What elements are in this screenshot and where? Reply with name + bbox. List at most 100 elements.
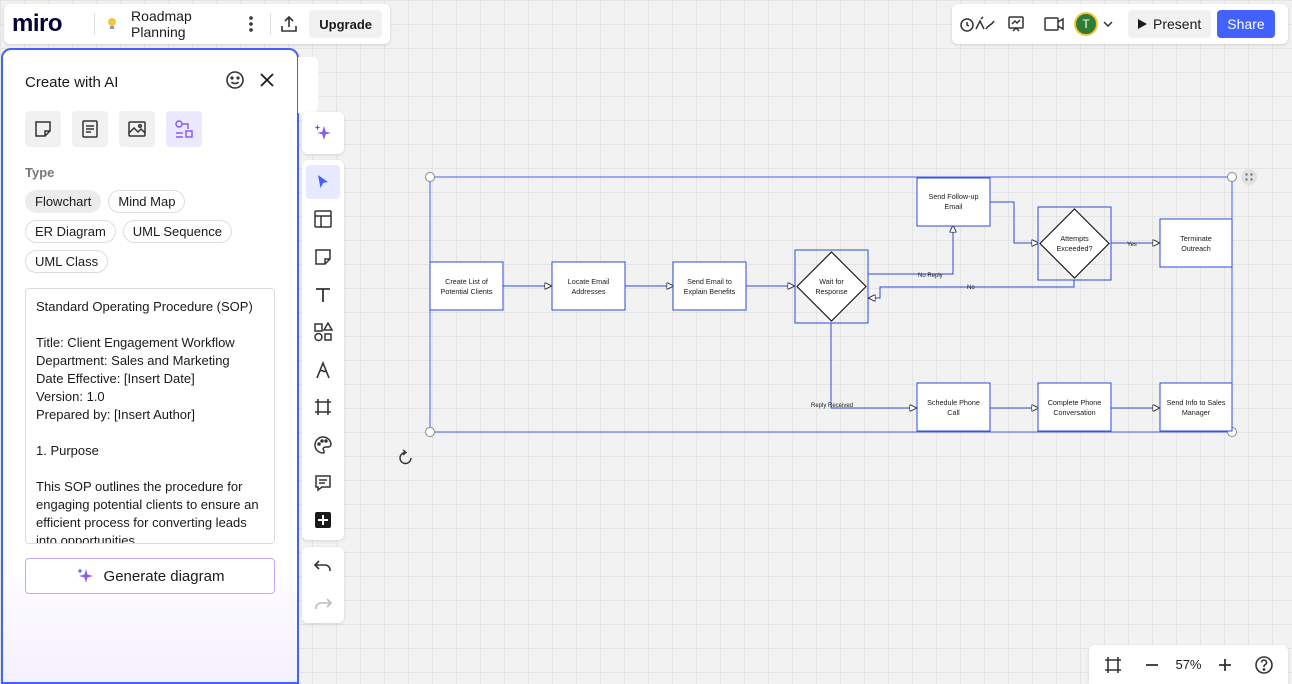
zoom-out-icon[interactable] (1136, 649, 1168, 681)
group-move-icon[interactable] (1241, 169, 1257, 185)
edge-n5-n6[interactable] (990, 201, 1038, 243)
node-wait-for-response[interactable]: Wait for Response (794, 249, 869, 324)
svg-text:Create List of: Create List of (445, 277, 488, 286)
upgrade-button[interactable]: Upgrade (309, 10, 382, 38)
undo-icon[interactable] (306, 549, 340, 583)
resize-handle-top-left[interactable] (425, 172, 435, 182)
resize-handle-bottom-left[interactable] (425, 427, 435, 437)
more-options-icon[interactable] (237, 8, 266, 40)
node-schedule-phone-call[interactable]: Schedule Phone Call (916, 382, 991, 432)
generate-diagram-label: Generate diagram (103, 567, 225, 585)
top-bar-left: miro Roadmap Planning Upgrade (4, 4, 390, 44)
export-icon[interactable] (275, 8, 304, 40)
document-mode-icon[interactable] (72, 111, 108, 147)
node-locate-email[interactable]: Locate Email Addresses (551, 261, 626, 311)
diagram-mode-icon[interactable] (166, 111, 202, 147)
generate-diagram-button[interactable]: Generate diagram (25, 558, 275, 594)
svg-text:Complete Phone: Complete Phone (1048, 398, 1102, 407)
svg-text:Conversation: Conversation (1053, 408, 1095, 417)
pen-icon[interactable] (306, 353, 340, 387)
edge-n4-n8[interactable] (830, 323, 916, 408)
svg-text:Exceeded?: Exceeded? (1057, 244, 1093, 253)
svg-text:Send Follow-up: Send Follow-up (929, 192, 979, 201)
svg-text:Locate Email: Locate Email (568, 277, 610, 286)
sticker-palette-icon[interactable] (306, 428, 340, 462)
svg-text:Email: Email (945, 202, 963, 211)
node-complete-phone-conversation[interactable]: Complete Phone Conversation (1037, 382, 1112, 432)
zoom-level[interactable]: 57% (1175, 657, 1202, 672)
text-icon[interactable] (306, 278, 340, 312)
chip-uml-class[interactable]: UML Class (25, 250, 109, 273)
more-tools-plus-icon[interactable] (306, 503, 340, 537)
edge-label-yes: Yes (1127, 242, 1137, 248)
node-send-email[interactable]: Send Email to Explain Benefits (672, 261, 747, 311)
fit-frame-icon[interactable] (1097, 649, 1129, 681)
chevron-down-icon[interactable] (1098, 8, 1118, 40)
panel-header-actions (225, 70, 275, 95)
comment-icon[interactable] (306, 466, 340, 500)
type-section-label: Type (25, 165, 55, 180)
zoom-controls: 57% (1089, 645, 1288, 684)
svg-text:Explain Benefits: Explain Benefits (684, 287, 736, 296)
svg-text:Manager: Manager (1182, 408, 1211, 417)
svg-text:Schedule Phone: Schedule Phone (927, 398, 980, 407)
redo-icon[interactable] (306, 587, 340, 621)
video-camera-icon[interactable] (1038, 8, 1070, 40)
shapes-icon[interactable] (306, 315, 340, 349)
divider (269, 13, 271, 35)
chip-mind-map[interactable]: Mind Map (108, 190, 186, 213)
svg-text:Send Email to: Send Email to (687, 277, 732, 286)
creation-toolbar (302, 160, 344, 540)
select-cursor-icon[interactable] (306, 164, 340, 199)
share-button[interactable]: Share (1217, 10, 1275, 38)
svg-text:Attempts: Attempts (1060, 234, 1089, 243)
rotate-icon[interactable] (399, 449, 412, 465)
lightbulb-icon (105, 17, 119, 31)
image-mode-icon[interactable] (119, 111, 155, 147)
edge-label-reply-received: Reply Received (811, 403, 853, 409)
chip-uml-sequence[interactable]: UML Sequence (122, 220, 232, 243)
close-icon[interactable] (259, 72, 275, 93)
top-bar-right: T Present Share (952, 4, 1288, 44)
sticky-note-icon[interactable] (306, 240, 340, 274)
help-icon[interactable] (1248, 649, 1280, 681)
present-button[interactable]: Present (1128, 10, 1212, 38)
ai-sparkle-tool[interactable] (302, 112, 344, 154)
node-attempts-exceeded[interactable]: Attempts Exceeded? (1037, 206, 1112, 281)
board-title[interactable]: Roadmap Planning (131, 8, 192, 40)
feedback-smiley-icon[interactable] (225, 70, 245, 95)
edge-label-no-reply: No Reply (918, 273, 943, 279)
comments-chart-icon[interactable] (1000, 8, 1032, 40)
sticky-note-mode-icon[interactable] (25, 111, 61, 147)
miro-logo[interactable]: miro (12, 10, 63, 37)
chip-er-diagram[interactable]: ER Diagram (25, 220, 116, 243)
svg-text:Response: Response (815, 287, 847, 296)
svg-text:Potential Clients: Potential Clients (441, 287, 493, 296)
diagram-type-chips: Flowchart Mind Map ER Diagram UML Sequen… (25, 190, 275, 273)
ai-mode-selector (25, 111, 275, 147)
frame-icon[interactable] (306, 390, 340, 424)
history-toolbar (302, 547, 344, 623)
play-icon (1138, 19, 1147, 29)
svg-text:Call: Call (947, 408, 960, 417)
node-send-follow-up[interactable]: Send Follow-up Email (916, 177, 991, 227)
edge-n6-n4[interactable] (869, 280, 1075, 298)
svg-text:Send Info to Sales: Send Info to Sales (1167, 398, 1226, 407)
user-menu[interactable]: T (1074, 8, 1118, 40)
svg-text:Wait for: Wait for (819, 277, 844, 286)
prompt-textarea[interactable]: Standard Operating Procedure (SOP) Title… (25, 288, 275, 544)
edge-n4-n5[interactable] (868, 226, 953, 275)
edge-label-no: No (967, 285, 975, 291)
node-send-info-sales-manager[interactable]: Send Info to Sales Manager (1159, 382, 1233, 432)
node-create-list[interactable]: Create List of Potential Clients (429, 261, 504, 311)
chip-flowchart[interactable]: Flowchart (25, 190, 102, 213)
zoom-in-icon[interactable] (1209, 649, 1241, 681)
panel-title: Create with AI (25, 74, 119, 91)
svg-text:Outreach: Outreach (1181, 244, 1211, 253)
reactions-icon[interactable] (956, 8, 998, 40)
templates-icon[interactable] (306, 202, 340, 236)
avatar[interactable]: T (1074, 12, 1098, 36)
resize-handle-top-right[interactable] (1227, 172, 1237, 182)
node-terminate-outreach[interactable]: Terminate Outreach (1159, 218, 1233, 268)
